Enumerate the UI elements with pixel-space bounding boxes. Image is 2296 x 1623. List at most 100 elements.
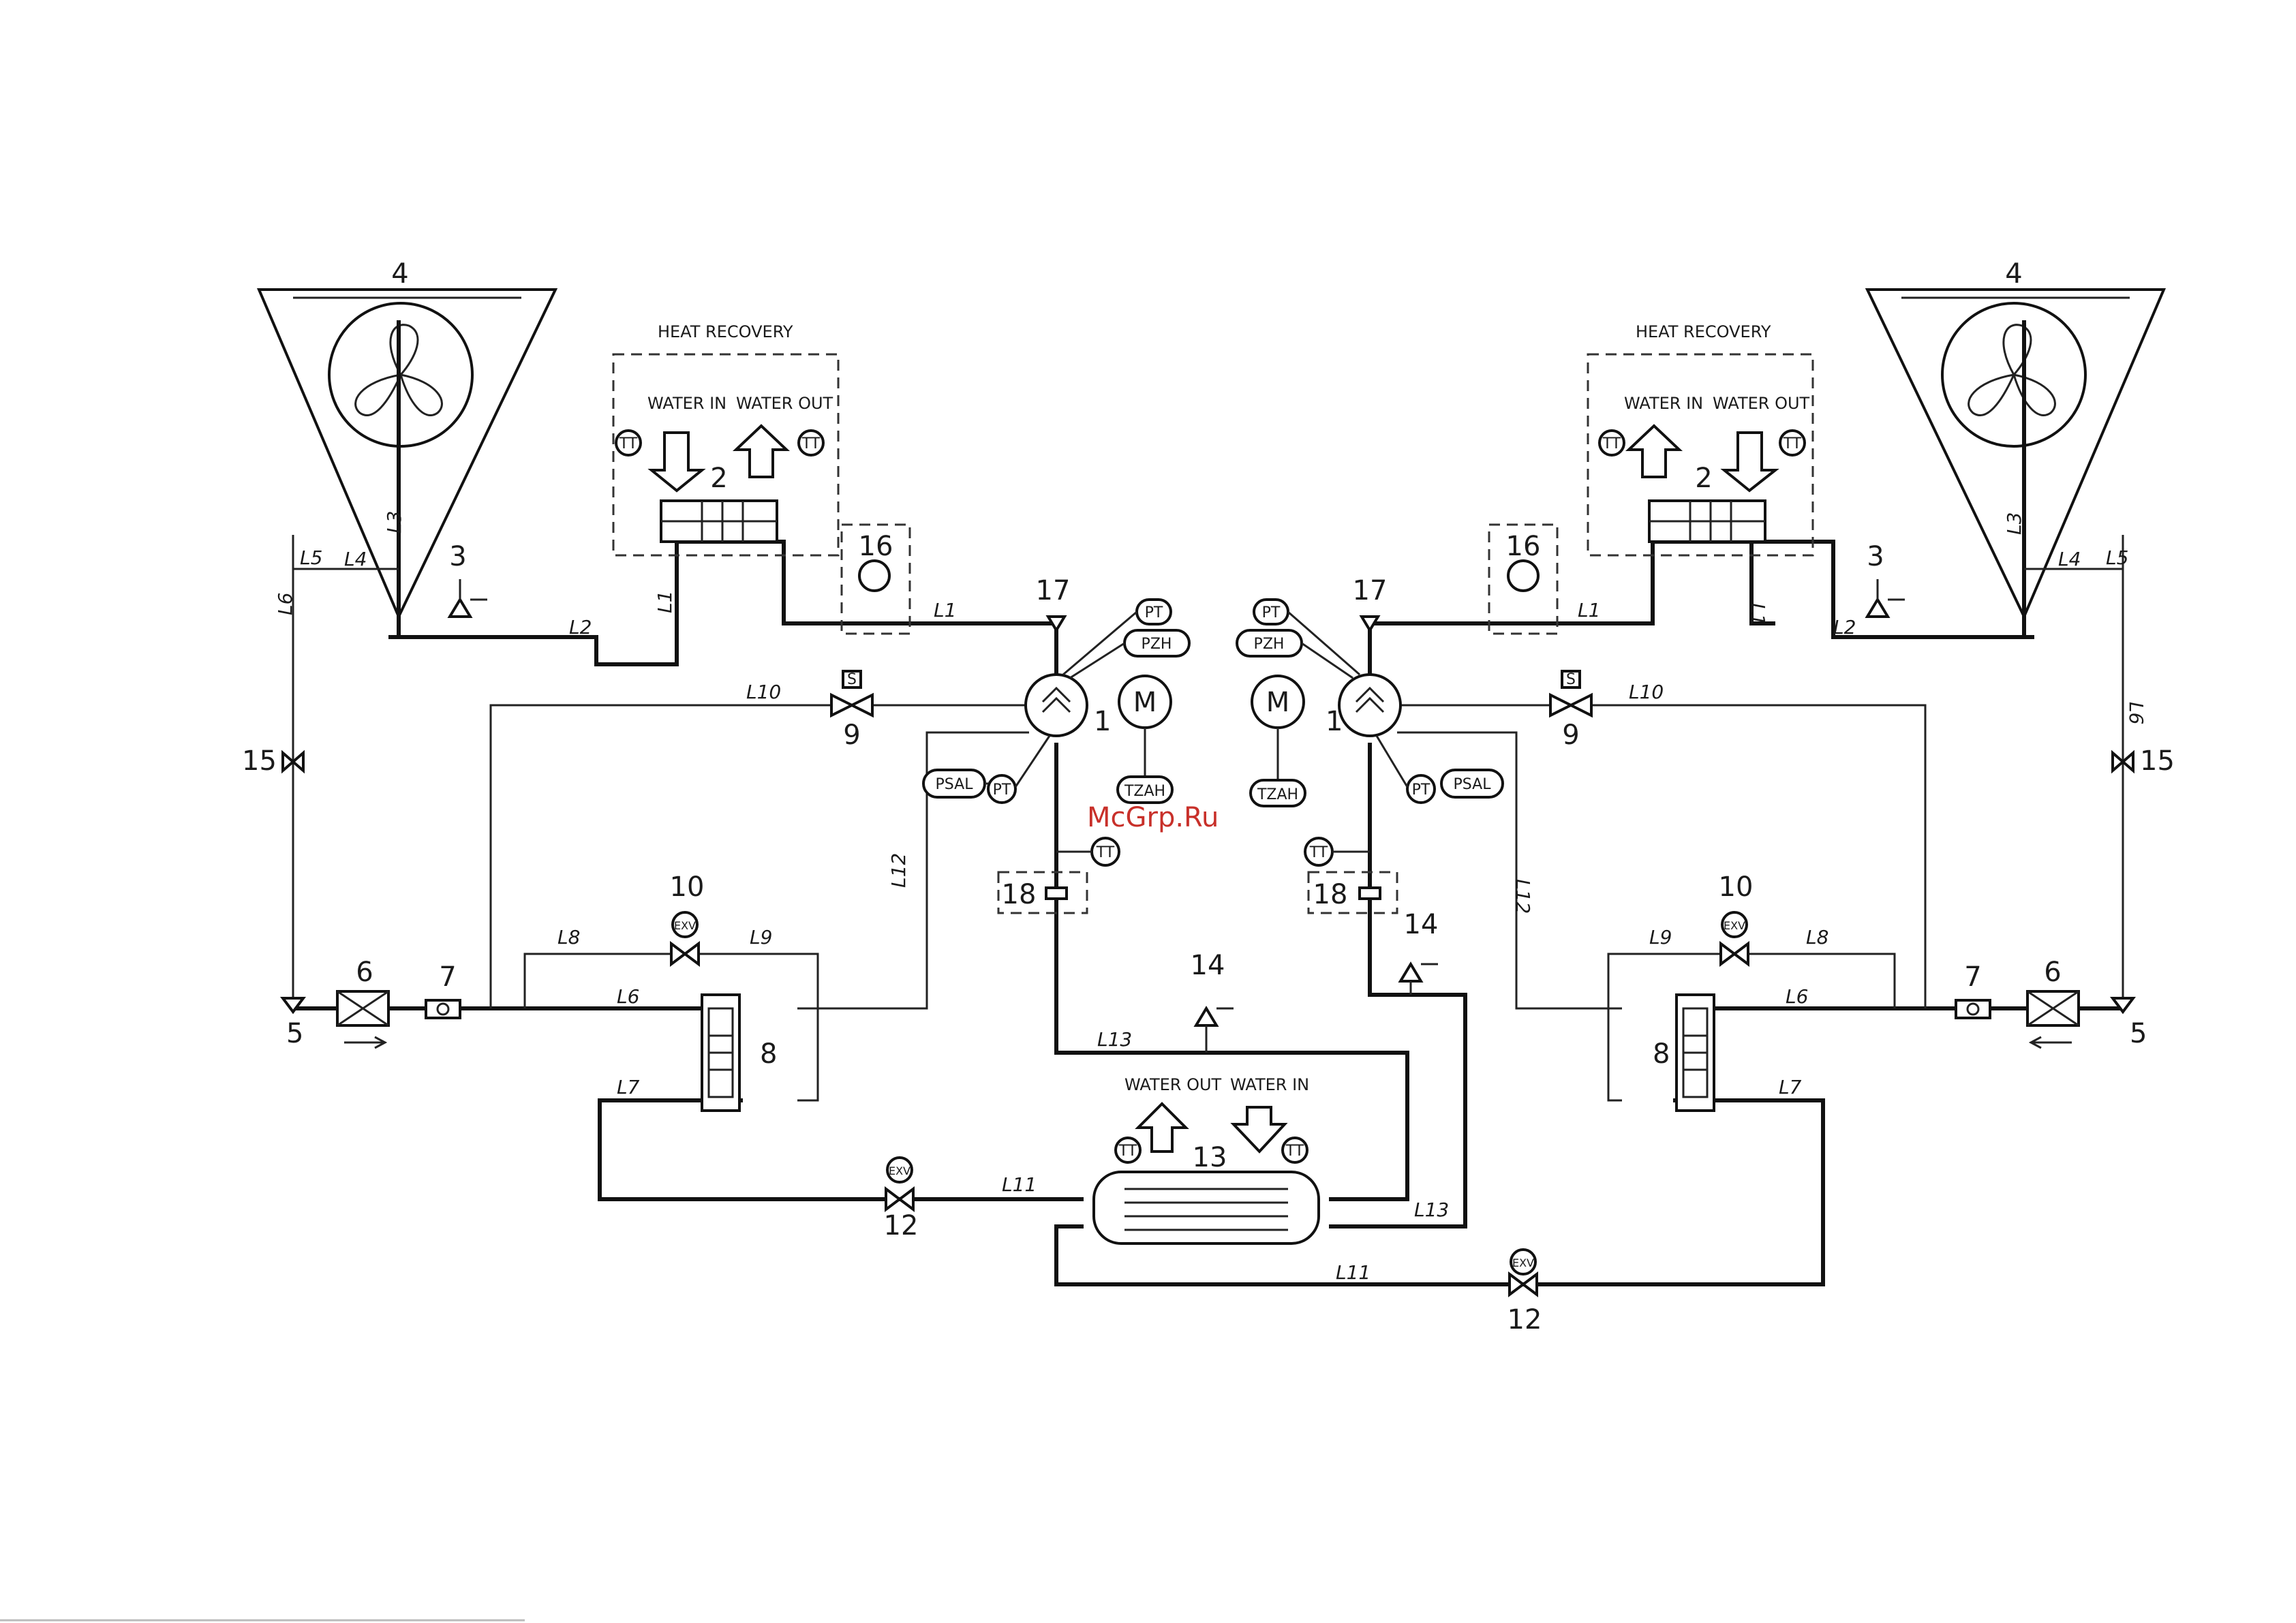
left-label-L8: L8	[557, 926, 580, 948]
left-heat-recovery-title: HEAT RECOVERY	[658, 322, 793, 341]
left-psal: PSAL	[936, 776, 974, 793]
left-compressor-number: 1	[1094, 706, 1111, 737]
left-solenoid-number: 9	[843, 720, 860, 751]
left-suction-valve: 18 TT	[997, 837, 1120, 914]
left-motor-label: M	[1133, 687, 1157, 718]
left-water-out: WATER OUT	[736, 394, 833, 413]
left-sight-glass: 7	[425, 961, 461, 1019]
left-suction-valve-number: 18	[1002, 879, 1037, 910]
right-pt-suction: PT	[1412, 782, 1430, 799]
left-label-L6a: L6	[274, 593, 296, 615]
right-label-L12: L12	[1512, 879, 1534, 914]
left-label-L6b: L6	[617, 985, 639, 1008]
right-tzah: TZAH	[1257, 786, 1298, 803]
left-tzah: TZAH	[1124, 783, 1165, 800]
left-economizer-number: 8	[760, 1038, 777, 1070]
right-service-valve: 15	[2111, 745, 2175, 777]
left-label-L12: L12	[887, 853, 910, 888]
left-economizer: 8	[701, 993, 777, 1112]
left-safety-valve-number: 3	[449, 541, 466, 572]
left-oil-separator-number: 16	[859, 531, 893, 562]
left-service-valve: 15	[242, 745, 305, 777]
right-label-L3: L3	[2003, 512, 2025, 535]
left-label-L1a: L1	[654, 591, 676, 613]
right-solenoid-number: 9	[1562, 720, 1579, 751]
left-suction-safety-valve: 14	[1191, 950, 1234, 1053]
evaporator-water-in: WATER IN	[1230, 1075, 1309, 1094]
right-economizer-exv: EXV 10	[1719, 871, 1754, 967]
evaporator-number: 13	[1193, 1142, 1227, 1173]
left-label-L4: L4	[344, 548, 367, 570]
evaporator: 13 WATER OUT WATER IN TT TT	[1092, 1075, 1320, 1245]
right-label-L8: L8	[1806, 926, 1828, 948]
right-label-L11: L11	[1336, 1261, 1371, 1284]
left-sight-glass-number: 7	[439, 961, 456, 993]
right-main-exv-label: EXV	[1512, 1256, 1534, 1269]
right-heat-recovery: HEAT RECOVERY WATER IN WATER OUT TT TT 2	[1587, 322, 1814, 557]
left-discharge-valve: 17	[1036, 575, 1070, 633]
right-oil-separator-number: 16	[1506, 531, 1541, 562]
left-condenser-number: 4	[391, 258, 408, 290]
right-label-L13: L13	[1414, 1199, 1449, 1221]
evaporator-tt-out: TT	[1118, 1143, 1137, 1160]
right-heat-recovery-number: 2	[1695, 463, 1712, 494]
right-suction-safety-number: 14	[1404, 909, 1439, 940]
left-label-L11: L11	[1002, 1173, 1037, 1196]
left-label-L7: L7	[617, 1076, 640, 1098]
right-sight-glass: 7	[1955, 961, 1991, 1019]
left-water-in: WATER IN	[647, 394, 726, 413]
left-label-L9: L9	[750, 926, 772, 948]
right-economizer-exv-number: 10	[1719, 871, 1754, 903]
right-main-exv: EXV 12	[1507, 1248, 1542, 1335]
left-label-L13: L13	[1097, 1028, 1132, 1051]
left-solenoid-valve: S 9	[830, 670, 874, 751]
left-label-L1b: L1	[934, 599, 956, 621]
right-compressor-number: 1	[1326, 706, 1343, 737]
left-charge-valve: 5	[280, 997, 306, 1049]
right-compressor: 1 M TZAH PT PZH PT PSAL	[1236, 598, 1504, 807]
right-condenser-number: 4	[2005, 258, 2022, 290]
watermark: McGrp.Ru	[1087, 802, 1219, 833]
right-oil-separator: 16	[1488, 523, 1559, 635]
right-charge-valve: 5	[2110, 997, 2147, 1049]
left-label-L10: L10	[746, 681, 781, 703]
left-service-valve-number: 15	[242, 745, 277, 777]
right-label-L1a: L1	[1578, 599, 1600, 621]
right-label-L6a: L6	[2125, 702, 2147, 724]
left-oil-separator: 16	[840, 523, 911, 635]
left-pzh: PZH	[1142, 636, 1172, 653]
left-suction-safety-number: 14	[1191, 950, 1225, 981]
right-service-valve-number: 15	[2140, 745, 2175, 777]
right-hr-tt-in: TT	[1602, 435, 1621, 452]
right-filter-drier: 6	[2026, 957, 2080, 1049]
right-condenser: 4	[1865, 258, 2167, 620]
right-economizer-number: 8	[1653, 1038, 1670, 1070]
right-suction-valve: 18 TT	[1304, 837, 1398, 914]
right-economizer: 8	[1653, 993, 1715, 1112]
left-hr-tt-out: TT	[801, 435, 821, 452]
right-safety-valve: 3	[1865, 541, 1905, 618]
right-sight-glass-number: 7	[1964, 961, 1981, 993]
left-label-L2: L2	[569, 616, 592, 638]
right-discharge-valve-number: 17	[1353, 575, 1388, 606]
left-circuit: 4 L1 L1 L2 L3 L4 L5 L6 L6 L7 L8 L9 L10 L…	[242, 258, 1409, 1241]
right-label-L10: L10	[1629, 681, 1664, 703]
left-economizer-exv: EXV 10	[670, 871, 704, 967]
right-pzh: PZH	[1254, 636, 1285, 653]
fan-icon	[354, 324, 443, 416]
right-pt-discharge: PT	[1262, 604, 1281, 621]
left-main-exv-label: EXV	[889, 1164, 910, 1177]
right-hr-tt-out: TT	[1783, 435, 1802, 452]
right-label-L6b: L6	[1786, 985, 1808, 1008]
left-main-exv-number: 12	[884, 1210, 919, 1241]
right-safety-valve-number: 3	[1867, 541, 1884, 572]
right-label-L4: L4	[2058, 548, 2081, 570]
left-label-L5: L5	[300, 546, 322, 569]
right-circuit: 4 L1 L1 L2 L3 L4 L5 L6 L6 L7 L8 L9 L10 L…	[1054, 258, 2175, 1335]
left-heat-recovery: HEAT RECOVERY WATER IN WATER OUT TT TT 2	[612, 322, 840, 557]
right-water-in: WATER IN	[1624, 394, 1703, 413]
right-main-exv-number: 12	[1507, 1304, 1542, 1335]
evaporator-tt-in: TT	[1285, 1143, 1304, 1160]
left-hr-tt-in: TT	[619, 435, 638, 452]
